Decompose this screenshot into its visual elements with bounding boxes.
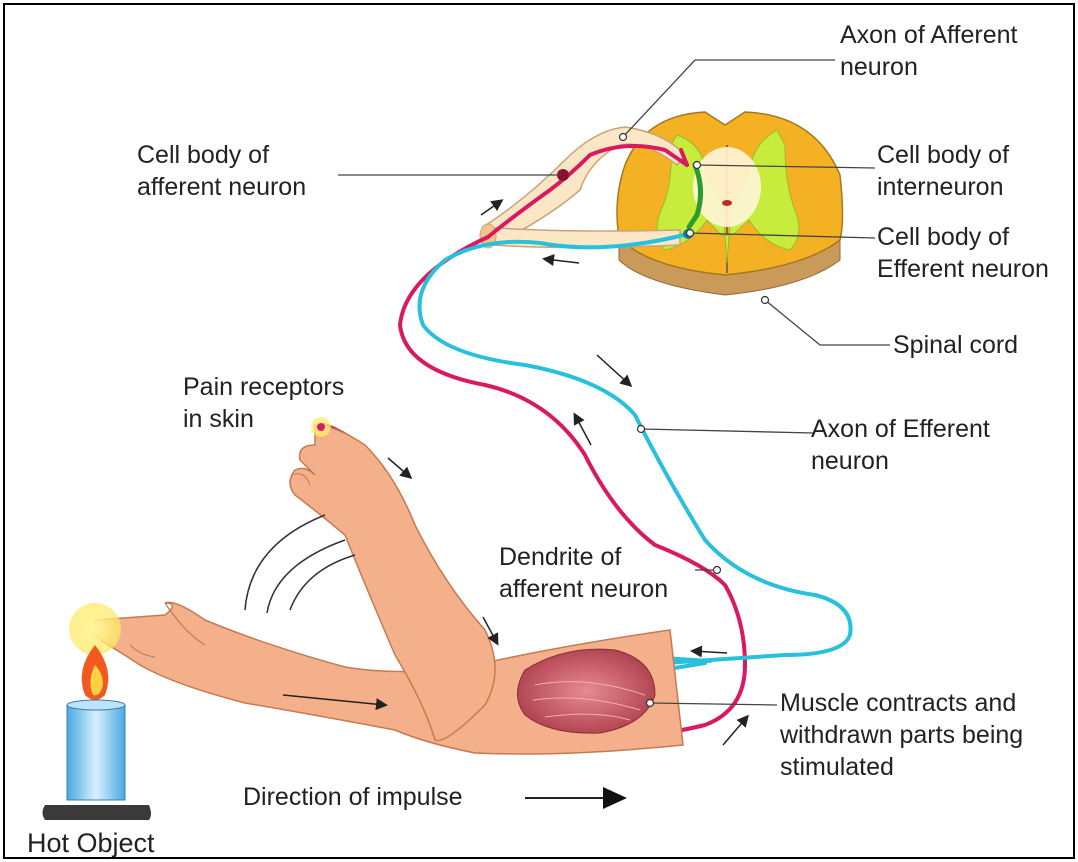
label-spinal-cord: Spinal cord [893,329,1018,361]
label-cell-body-afferent: Cell body of afferent neuron [137,139,306,203]
direction-arrow-head [603,787,627,809]
label-direction-of-impulse: Direction of impulse [243,781,463,813]
label-cell-body-interneuron: Cell body of interneuron [877,139,1009,203]
label-muscle: Muscle contracts and withdrawn parts bei… [780,687,1023,783]
label-dendrite-afferent: Dendrite of afferent neuron [499,541,668,605]
diagram-frame: Axon of Afferent neuron Cell body of aff… [3,3,1075,859]
label-cell-body-efferent: Cell body of Efferent neuron [877,221,1049,285]
label-hot-object: Hot Object [27,827,155,859]
label-axon-afferent: Axon of Afferent neuron [840,19,1017,83]
label-axon-efferent: Axon of Efferent neuron [811,413,990,477]
label-pain-receptors: Pain receptors in skin [183,371,344,435]
